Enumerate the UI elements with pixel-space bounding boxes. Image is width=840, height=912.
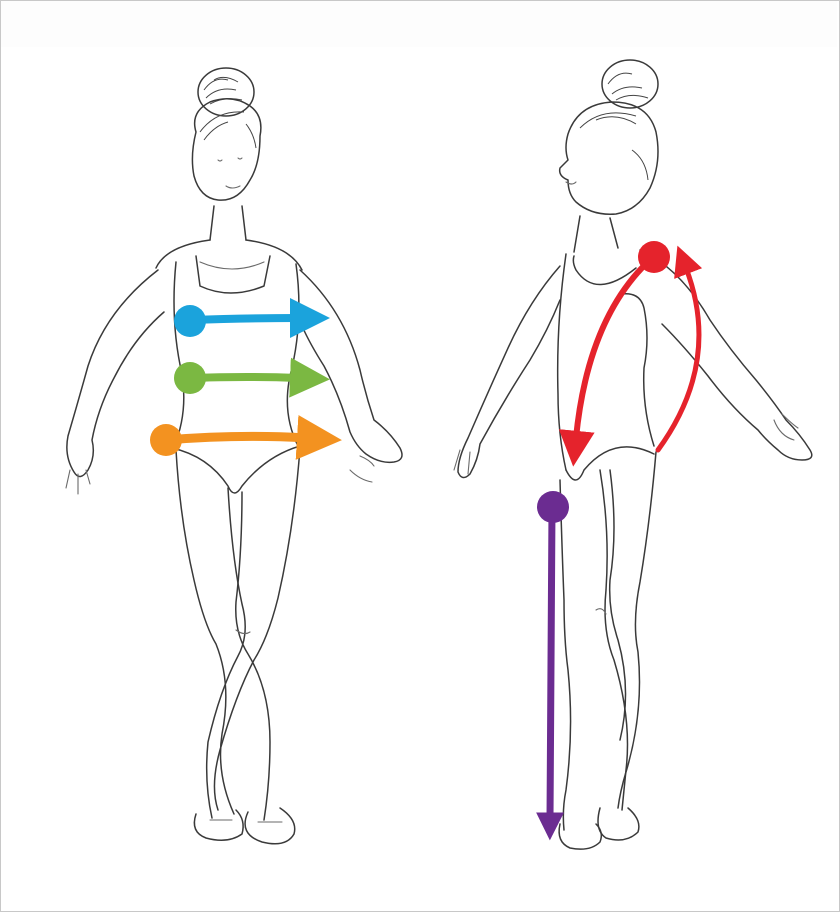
front-right-arm xyxy=(300,270,402,462)
side-left-arm xyxy=(458,266,560,478)
side-right-arm xyxy=(640,250,812,460)
front-head xyxy=(192,99,260,200)
side-ballet-shoes xyxy=(559,808,639,849)
side-neck xyxy=(574,216,618,252)
front-ballet-shoes xyxy=(194,808,294,844)
side-legs xyxy=(560,452,656,830)
side-leotard xyxy=(558,254,654,480)
side-view-figure xyxy=(454,60,812,849)
front-shoulders xyxy=(156,240,302,270)
front-view-figure xyxy=(66,68,402,844)
side-hair-bun xyxy=(602,60,658,108)
hip-measurement-marker xyxy=(150,424,306,456)
side-head xyxy=(560,102,658,214)
front-neck xyxy=(210,206,246,240)
inseam-measurement-marker xyxy=(537,491,569,818)
waist-measurement-marker xyxy=(174,362,298,394)
front-legs xyxy=(176,448,300,820)
front-hair-bun xyxy=(198,68,254,116)
chest-measurement-marker xyxy=(174,305,298,337)
girth-measurement-marker xyxy=(576,241,699,450)
front-left-arm xyxy=(67,270,164,477)
